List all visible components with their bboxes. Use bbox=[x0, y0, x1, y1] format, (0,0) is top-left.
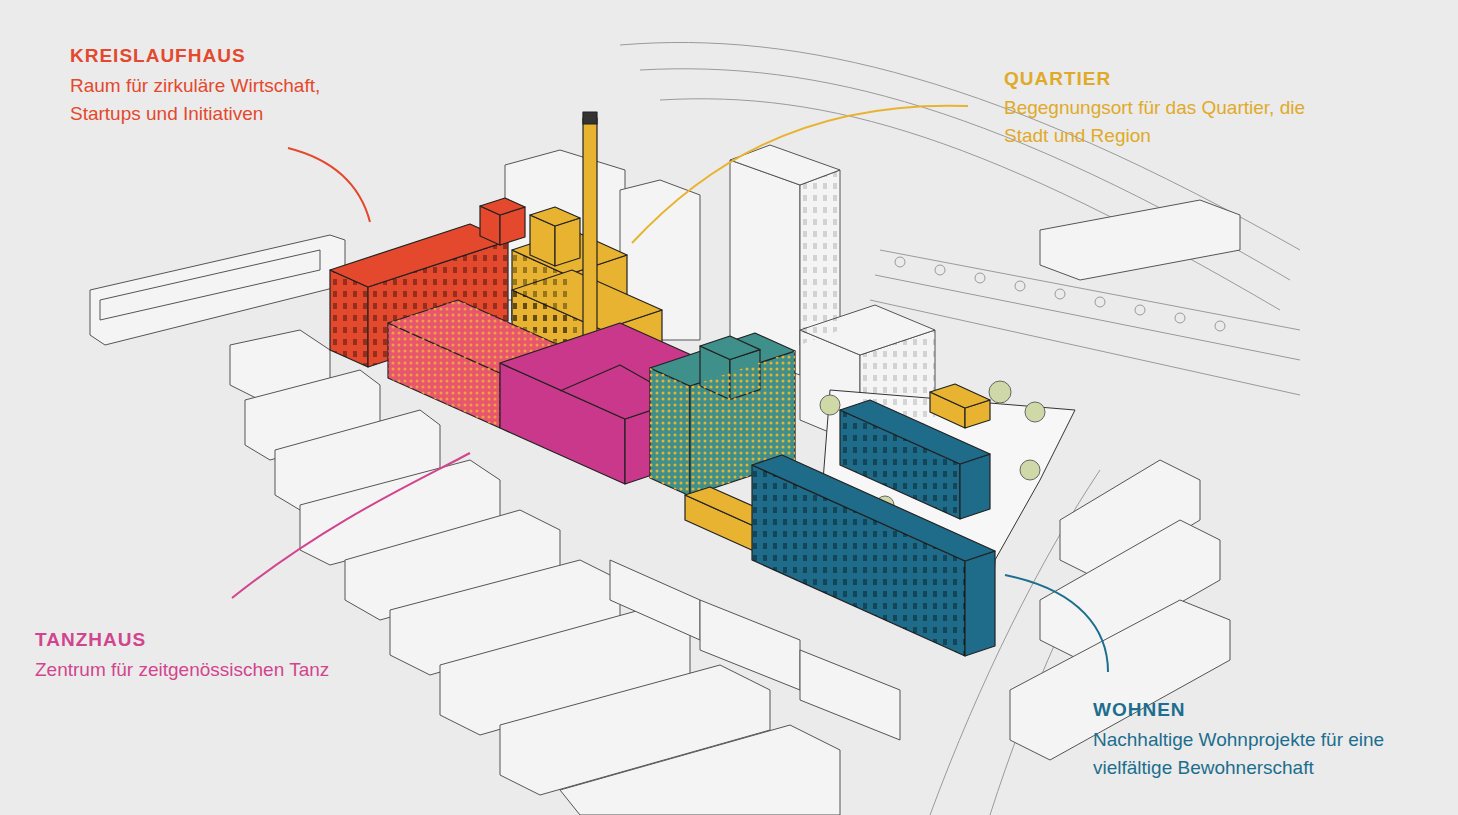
callout-block: Nachhaltige Wohnprojekte für eine vielfä… bbox=[1093, 726, 1433, 782]
callout-text: Raum für zirkuläre Wirtschaft, Startups … bbox=[70, 72, 390, 128]
callout-heading: TANZHAUS bbox=[35, 628, 395, 652]
callout-text: Begegnungsort für das Quartier, die Stad… bbox=[1004, 94, 1334, 150]
context-buildings bbox=[90, 145, 1240, 815]
callout-block: Begegnungsort für das Quartier, die Stad… bbox=[1004, 94, 1334, 150]
callout-block: QUARTIER bbox=[1004, 67, 1404, 91]
callout-heading: KREISLAUFHAUS bbox=[70, 44, 430, 68]
callout-heading: QUARTIER bbox=[1004, 67, 1404, 91]
callout-heading: WOHNEN bbox=[1093, 698, 1423, 722]
callout-text: Nachhaltige Wohnprojekte für eine vielfä… bbox=[1093, 726, 1433, 782]
callout-block: Zentrum für zeitgenössischen Tanz bbox=[35, 656, 435, 684]
wohnen-building bbox=[752, 384, 995, 656]
leader-lines bbox=[232, 106, 1108, 672]
callout-block: WOHNEN bbox=[1093, 698, 1423, 722]
callout-text: Zentrum für zeitgenössischen Tanz bbox=[35, 656, 435, 684]
callout-block: Raum für zirkuläre Wirtschaft, Startups … bbox=[70, 72, 390, 128]
callout-block: TANZHAUS bbox=[35, 628, 395, 652]
callout-block: KREISLAUFHAUS bbox=[70, 44, 430, 68]
